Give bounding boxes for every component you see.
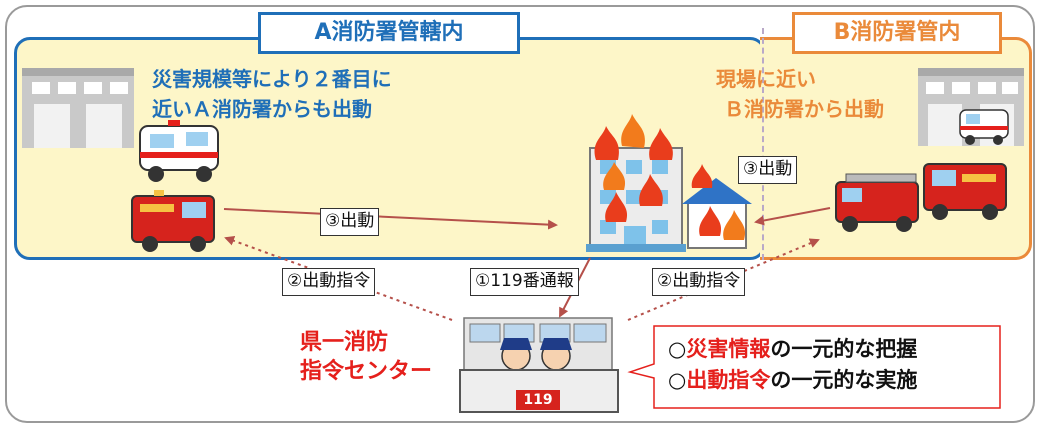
dispatch-arrow-a bbox=[223, 208, 558, 230]
callout-line2: ○出動指令の一元的な実施 bbox=[668, 365, 917, 396]
dispatch-center-icon bbox=[459, 317, 619, 413]
report-label: ①119番通報 bbox=[470, 268, 579, 296]
flame-icon bbox=[594, 114, 673, 222]
callout-line1: ○災害情報の一元的な把握 bbox=[668, 334, 917, 365]
callout-text: ○災害情報の一元的な把握 ○出動指令の一元的な実施 bbox=[668, 334, 917, 396]
callout-line1-prefix: ○ bbox=[668, 337, 687, 361]
zone-b-description-line1: 現場に近い bbox=[716, 67, 816, 91]
ladder-truck-icon bbox=[835, 173, 919, 232]
dispatch-center-name: 県一消防 指令センター bbox=[300, 328, 432, 386]
callout-line2-prefix: ○ bbox=[668, 368, 687, 392]
dispatch-center-name-line1: 県一消防 bbox=[300, 330, 389, 355]
burning-building-icon bbox=[586, 147, 686, 252]
jurisdiction-boundary bbox=[762, 28, 764, 260]
zone-a-description-line2: 近いＡ消防署からも出動 bbox=[152, 97, 372, 121]
callout-line1-highlight: 災害情報 bbox=[686, 337, 771, 361]
fire-engine-a-icon bbox=[131, 190, 215, 252]
zone-b-description-line2: Ｂ消防署から出動 bbox=[724, 97, 884, 121]
zone-b-title: B消防署管内 bbox=[792, 12, 1002, 54]
order-label-right: ②出動指令 bbox=[652, 268, 746, 296]
ambulance-b-icon bbox=[959, 109, 1009, 145]
desk-number: 119 bbox=[523, 392, 553, 408]
order-label-left: ②出動指令 bbox=[282, 268, 376, 296]
fire-engine-b-icon bbox=[923, 163, 1007, 220]
ambulance-icon bbox=[139, 120, 219, 182]
callout-line2-highlight: 出動指令 bbox=[686, 368, 771, 392]
zone-a-title: A消防署管轄内 bbox=[258, 12, 520, 54]
burning-house-icon bbox=[682, 164, 752, 249]
zone-b-description: 現場に近い Ｂ消防署から出動 bbox=[716, 64, 884, 124]
callout-line2-suffix: の一元的な実施 bbox=[770, 368, 918, 392]
zone-a-description-line1: 災害規模等により２番目に bbox=[152, 67, 392, 91]
callout-line1-suffix: の一元的な把握 bbox=[770, 337, 918, 361]
dispatch-arrow-b bbox=[754, 207, 831, 226]
dispatch-center-name-line2: 指令センター bbox=[300, 359, 433, 384]
zone-a-description: 災害規模等により２番目に 近いＡ消防署からも出動 bbox=[152, 64, 392, 124]
fire-station-a-icon bbox=[22, 68, 134, 148]
dispatch-label-a: ③出動 bbox=[320, 208, 380, 236]
callout-box bbox=[627, 325, 1001, 409]
dispatch-label-b: ③出動 bbox=[738, 156, 798, 184]
